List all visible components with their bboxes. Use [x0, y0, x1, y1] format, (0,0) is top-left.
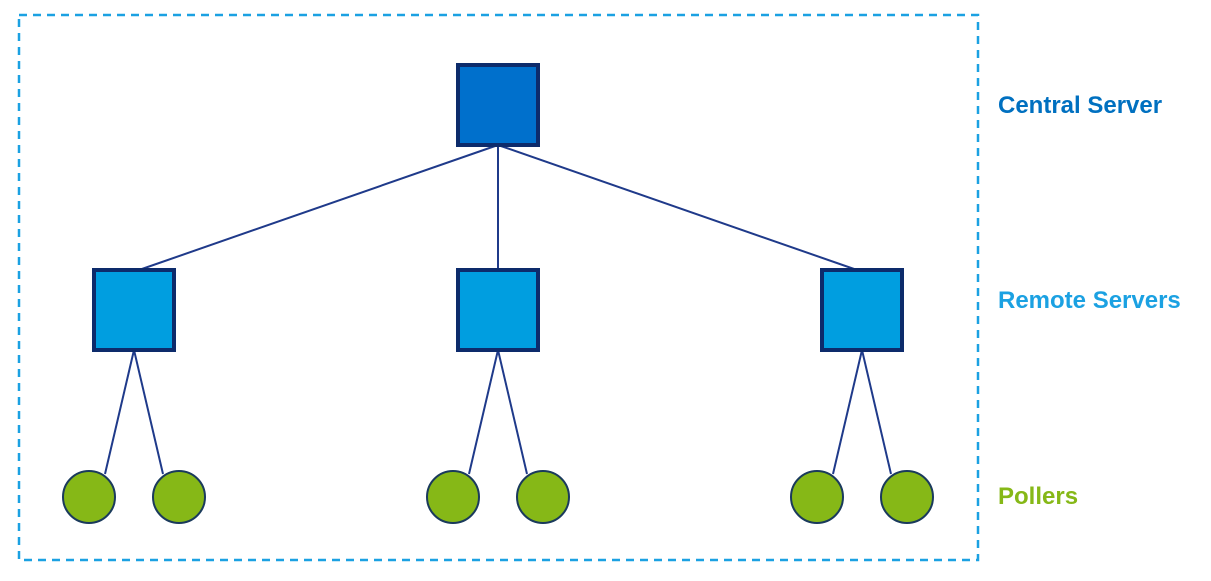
central-to-remote-edge	[497, 144, 858, 271]
poller-node	[152, 470, 206, 524]
poller-node	[880, 470, 934, 524]
poller-node	[426, 470, 480, 524]
deployment-boundary	[17, 13, 980, 562]
remote-to-poller-edge	[104, 349, 135, 475]
connection-lines	[104, 144, 892, 475]
nodes	[62, 63, 934, 524]
remote-to-poller-edge	[832, 349, 863, 475]
poller-node	[790, 470, 844, 524]
central-server-node	[456, 63, 540, 147]
remote-servers-label: Remote Servers	[998, 287, 1181, 314]
central-server-label: Central Server	[998, 92, 1163, 119]
pollers-label: Pollers	[998, 483, 1079, 510]
remote-to-poller-edge	[133, 349, 164, 475]
central-to-remote-edge	[138, 144, 499, 271]
poller-node	[62, 470, 116, 524]
remote-to-poller-edge	[861, 349, 892, 475]
remote-to-poller-edge	[468, 349, 499, 475]
remote-to-poller-edge	[497, 349, 528, 475]
remote-server-node	[92, 268, 176, 352]
remote-server-node	[820, 268, 904, 352]
remote-server-node	[456, 268, 540, 352]
poller-node	[516, 470, 570, 524]
